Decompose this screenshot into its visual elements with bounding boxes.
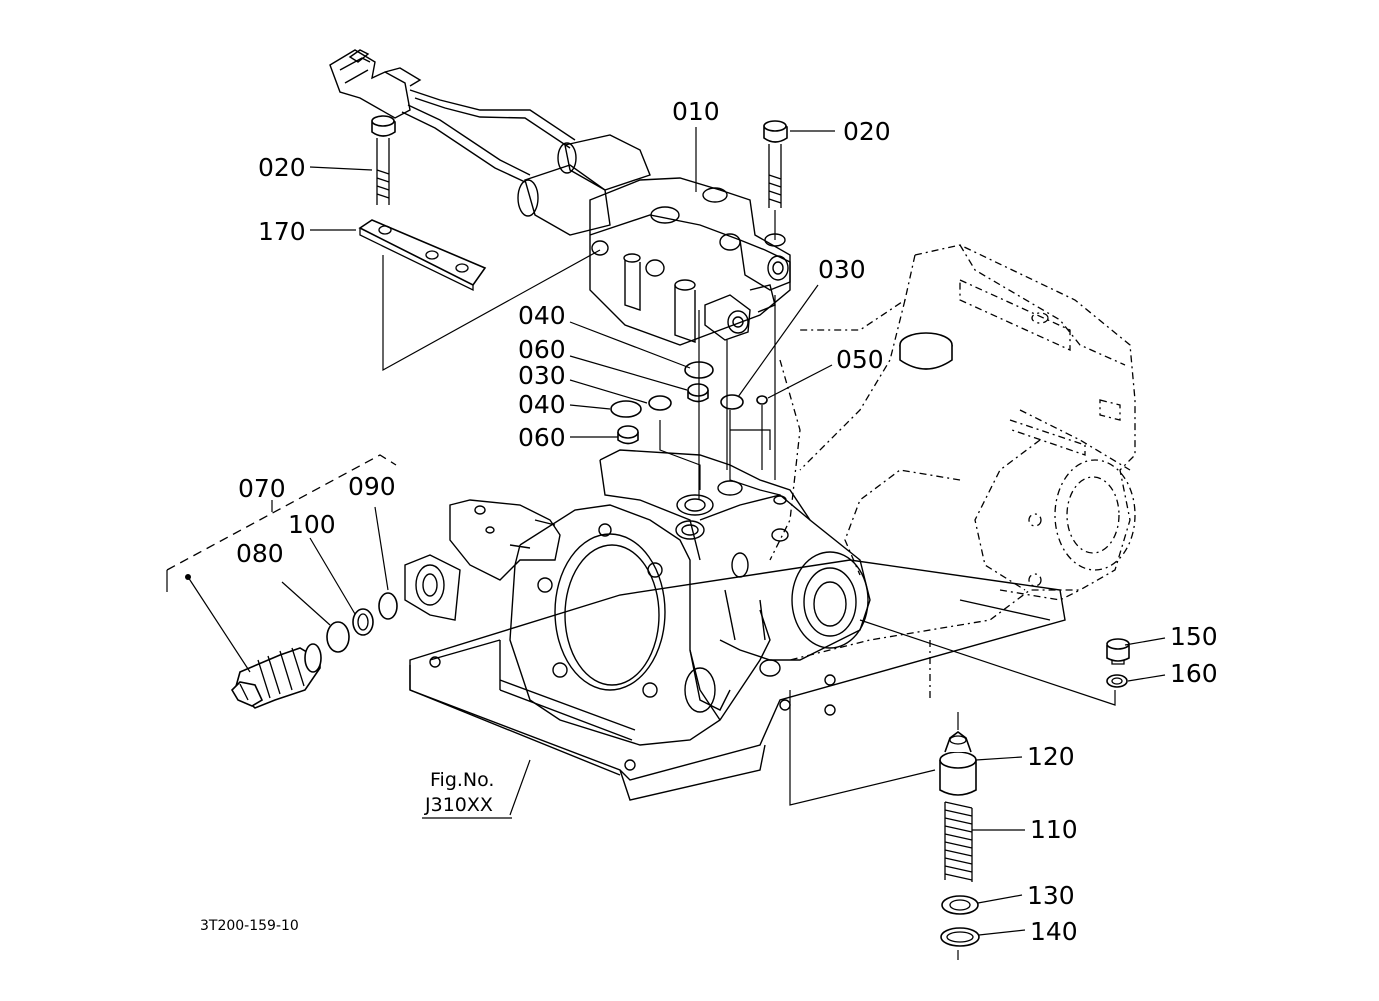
o-ring-030-left [648,395,672,411]
callout-100: 100 [288,510,336,539]
callout-060-upper: 060 [518,335,566,364]
washer-130 [941,895,979,915]
callout-130: 130 [1027,881,1075,910]
callout-150: 150 [1170,622,1218,651]
callout-120: 120 [1027,742,1075,771]
plug-060-upper [687,383,709,403]
plug-060-lower [617,425,639,445]
callout-020-right: 020 [843,117,891,146]
assembly-lines [166,210,1116,960]
drawing-code: 3T200-159-10 [200,918,299,934]
callout-030-left: 030 [518,361,566,390]
spring-110 [944,801,973,882]
callout-040-upper: 040 [518,301,566,330]
callout-160: 160 [1170,659,1218,688]
bolt-020-right [763,120,788,208]
figure-ref-line2: J310XX [424,794,493,816]
callout-060-lower: 060 [518,423,566,452]
callout-020-left: 020 [258,153,306,182]
callout-040-left: 040 [518,390,566,419]
bracket-170 [358,219,487,292]
bolt-020-left [371,115,396,205]
washer-160 [1106,674,1128,688]
figure-ref-line1: Fig.No. [430,769,494,791]
callout-010: 010 [672,97,720,126]
hydraulic-case-phantom [769,244,1136,700]
callout-030-right: 030 [818,255,866,284]
o-ring-040-left [610,400,642,418]
callout-090: 090 [348,472,396,501]
relief-valve-080 [230,643,322,709]
callout-170: 170 [258,217,306,246]
solenoid-valve-assembly [329,49,791,346]
callout-050: 050 [836,345,884,374]
callout-labels: 010 020 020 170 030 040 060 030 050 040 … [236,97,1218,946]
o-ring-030-right [720,394,744,410]
o-ring-080 [326,621,350,653]
callout-140: 140 [1030,917,1078,946]
callout-110: 110 [1030,815,1078,844]
o-ring-050 [756,395,768,405]
backup-ring-100 [352,608,374,636]
callout-070: 070 [238,474,286,503]
callout-080: 080 [236,539,284,568]
valve-body [449,449,871,746]
leader-lines [271,127,1166,936]
poppet-120 [939,731,977,796]
o-ring-090 [378,592,398,620]
figure-reference: Fig.No. J310XX [422,769,512,819]
base-plate [404,554,1066,801]
plug-150 [1106,638,1130,665]
housing-plug [899,332,953,370]
snap-ring-140 [940,927,980,947]
